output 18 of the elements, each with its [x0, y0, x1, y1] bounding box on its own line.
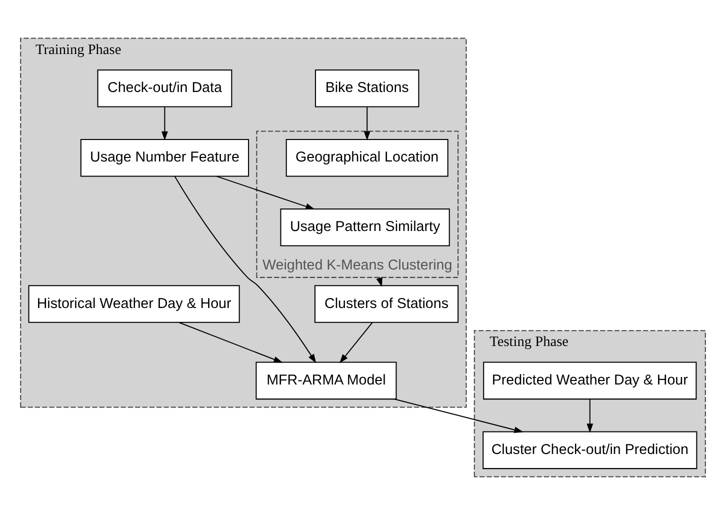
arrow	[394, 398, 524, 432]
node-box: Geographical Location	[286, 138, 448, 176]
node-box: Usage Number Feature	[80, 138, 250, 176]
node-box: Predicted Weather Day & Hour	[483, 361, 697, 400]
arrow	[178, 322, 283, 362]
node-box: Usage Pattern Similarty	[280, 208, 450, 246]
node-box: Clusters of Stations	[314, 284, 459, 322]
node-box: Cluster Check-out/in Prediction	[482, 430, 698, 469]
node-box: Historical Weather Day & Hour	[28, 284, 240, 322]
node-box: Check-out/in Data	[97, 68, 232, 107]
arrow	[162, 106, 168, 140]
node-box: Bike Stations	[314, 68, 420, 107]
arrow	[216, 175, 315, 210]
node-box: MFR-ARMA Model	[256, 361, 397, 400]
arrow	[364, 106, 370, 140]
arrow	[174, 176, 316, 363]
arrow	[586, 398, 594, 432]
arrow	[339, 322, 373, 363]
